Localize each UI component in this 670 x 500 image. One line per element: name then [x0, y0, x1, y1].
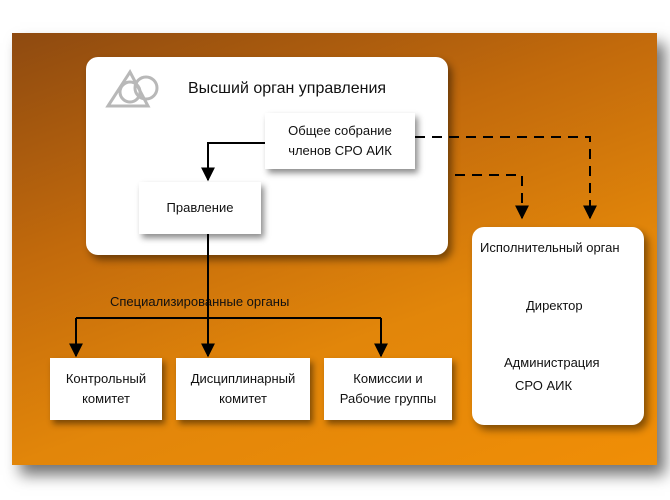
control-committee-line2: комитет: [82, 391, 130, 406]
meeting-to-executive-dashed-outer: [415, 136, 597, 220]
triangle-circles-logo-icon: [105, 69, 159, 108]
executive-body-title: Исполнительный орган: [480, 240, 620, 255]
disciplinary-committee-line1: Дисциплинарный: [190, 371, 296, 386]
board-box: Правление: [139, 182, 261, 234]
director-label: Директор: [526, 298, 583, 313]
disciplinary-committee-box: Дисциплинарный комитет: [176, 358, 310, 420]
meeting-to-executive-dashed-inner: [455, 174, 529, 220]
control-committee-line1: Контрольный: [65, 371, 147, 386]
commissions-working-groups-box: Комиссии и Рабочие группы: [324, 358, 452, 420]
commissions-line2: Рабочие группы: [339, 391, 437, 406]
executive-body-panel: [472, 227, 644, 425]
general-meeting-line1: Общее собрание: [288, 123, 392, 138]
specialized-bodies-label: Специализированные органы: [110, 294, 290, 309]
administration-line1: Администрация: [504, 355, 600, 370]
control-committee-box: Контрольный комитет: [50, 358, 162, 420]
administration-line2: СРО АИК: [515, 378, 573, 393]
meeting-to-board-arrow: [201, 142, 265, 182]
highest-governing-body-title: Высший орган управления: [188, 80, 387, 97]
disciplinary-committee-line2: комитет: [219, 391, 267, 406]
general-meeting-line2: членов СРО АИК: [288, 143, 392, 158]
general-meeting-box: Общее собрание членов СРО АИК: [265, 113, 415, 169]
board-label: Правление: [166, 200, 234, 215]
commissions-line1: Комиссии и: [353, 371, 423, 386]
